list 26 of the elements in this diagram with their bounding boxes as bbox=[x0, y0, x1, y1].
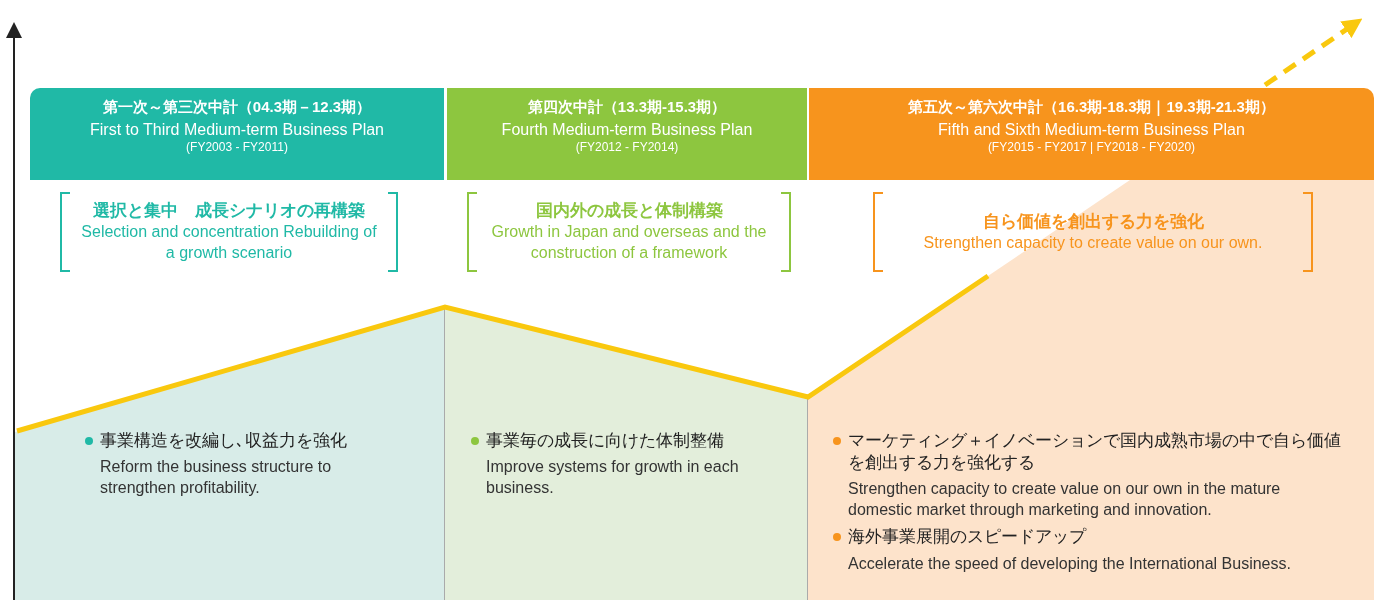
plan-title: 第一次～第三次中計（04.3期－12.3期） bbox=[101, 98, 373, 117]
plan-period: (FY2015 - FY2017 | FY2018 - FY2020) bbox=[986, 139, 1197, 155]
plan-title: 第五次～第六次中計（16.3期-18.3期｜19.3期-21.3期） bbox=[907, 98, 1276, 117]
plan-header bbox=[447, 88, 807, 180]
theme-title: 国内外の成長と体制構築 bbox=[534, 200, 724, 223]
plan-name: First to Third Medium-term Business Plan bbox=[89, 119, 385, 140]
description-text: Improve systems for growth in each business. bbox=[486, 457, 740, 499]
heading-text: 海外事業展開のスピードアップ bbox=[848, 526, 1088, 549]
plan-name: Fourth Medium-term Business Plan bbox=[500, 119, 754, 140]
theme-title: 選択と集中 成長シナリオの再構築 bbox=[92, 200, 366, 223]
plan-header bbox=[809, 88, 1374, 180]
description-text: Strengthen capacity to create value on our own in the mature domestic market through marketing and innovation. bbox=[848, 479, 1282, 521]
description-text: Accelerate the speed of developing the International Business. bbox=[848, 553, 1292, 574]
plan-title: 第四次中計（13.3期-15.3期） bbox=[526, 98, 728, 117]
description-text: Reform the business structure to strengthen profitability. bbox=[100, 457, 333, 499]
plan-header bbox=[30, 88, 444, 180]
theme-text: Growth in Japan and overseas and the construction of a framework bbox=[490, 222, 768, 264]
plan-name: Fifth and Sixth Medium-term Business Plan bbox=[937, 119, 1246, 140]
heading-text: マーケティング＋イノベーションで国内成熟市場の中で自ら価値を創出する力を強化する bbox=[848, 430, 1342, 475]
heading-text: 事業毎の成長に向けた体制整備 bbox=[486, 430, 725, 452]
theme-text: Selection and concentration Rebuilding of a growth scenario bbox=[80, 222, 378, 264]
plan-period: (FY2012 - FY2014) bbox=[574, 139, 680, 155]
theme-text: Strengthen capacity to create value on our own. bbox=[922, 232, 1264, 253]
theme-title: 自ら価値を創出する力を強化 bbox=[981, 210, 1205, 233]
plan-period: (FY2003 - FY2011) bbox=[185, 139, 289, 155]
heading-text: 事業構造を改編し､収益力を強化 bbox=[100, 430, 348, 452]
